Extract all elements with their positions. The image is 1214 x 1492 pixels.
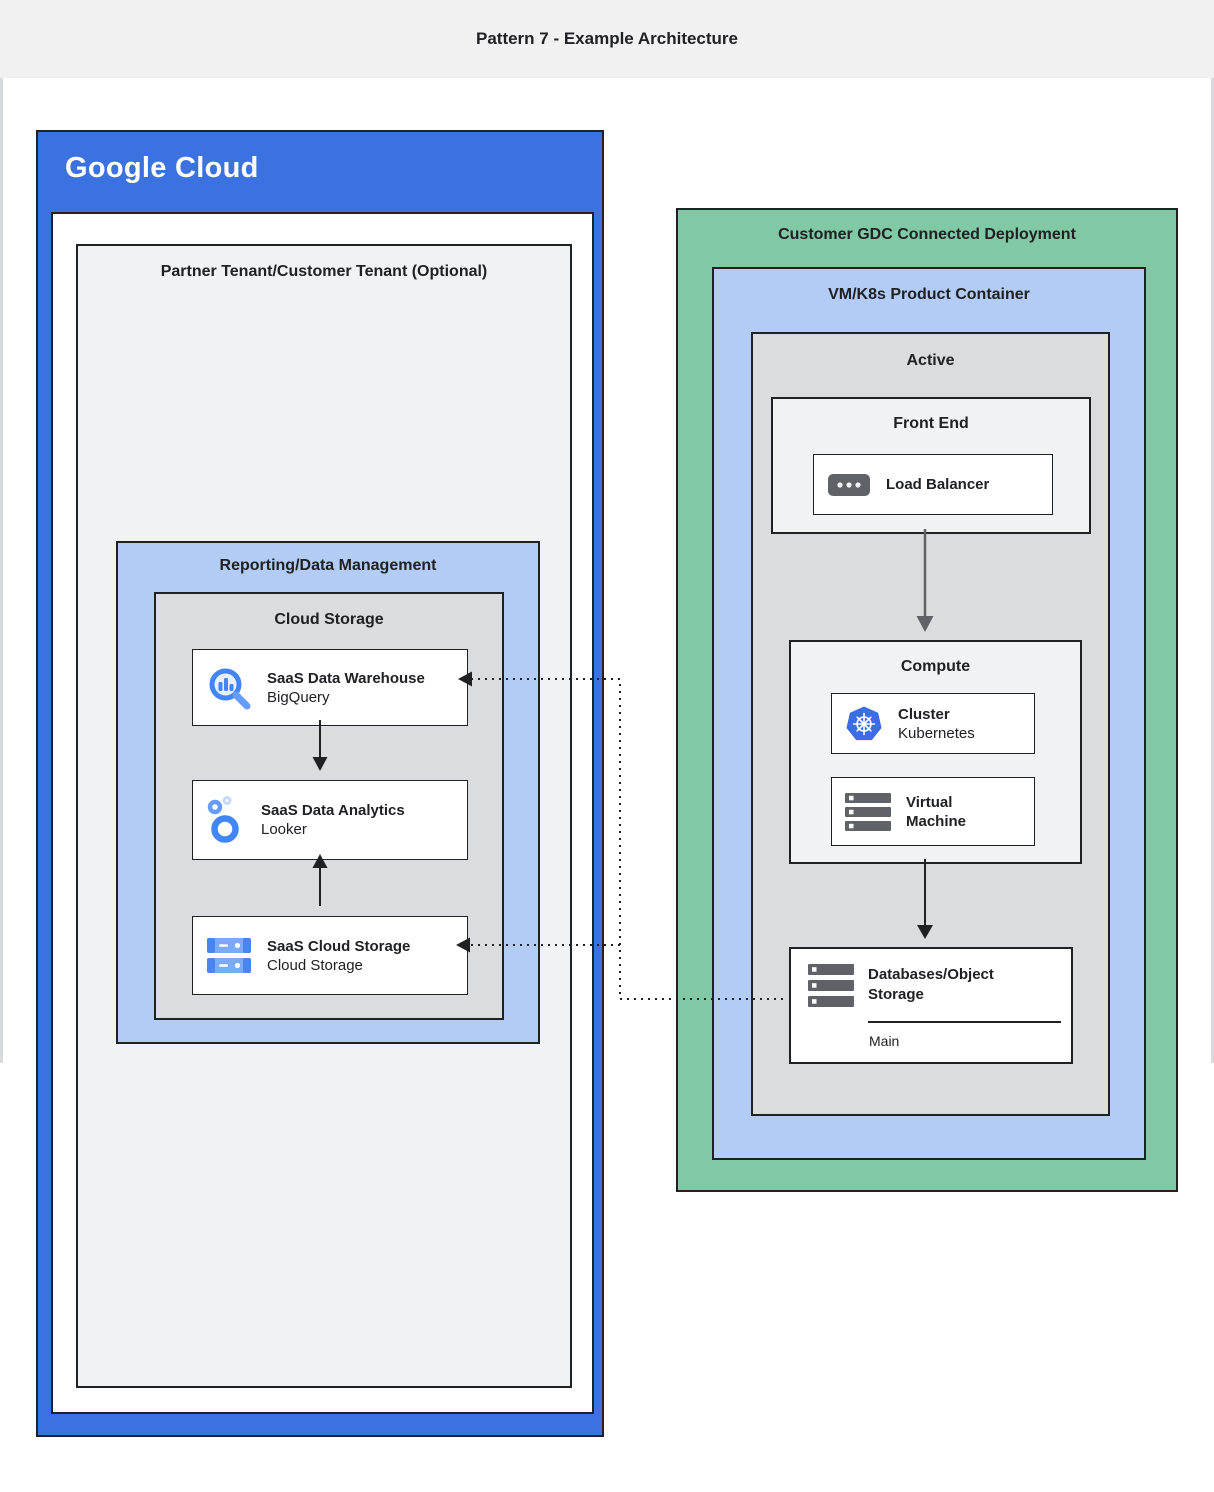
google-cloud-logo: Google Cloud: [65, 152, 259, 184]
node-title: Cluster: [898, 705, 950, 723]
storage-stack-icon: [808, 964, 854, 1007]
gdc-deployment-container: Customer GDC Connected Deployment VM/K8s…: [676, 208, 1178, 1192]
virtual-machine-icon: [845, 792, 891, 831]
node-title: SaaS Cloud Storage: [267, 937, 411, 955]
compute-title: Compute: [900, 658, 971, 675]
vm-k8s-title: VM/K8s Product Container: [828, 286, 1030, 303]
node-title: Databases/Object Storage: [868, 966, 994, 1003]
node-cluster: Cluster Kubernetes: [831, 693, 1035, 754]
node-subtitle: Kubernetes: [898, 724, 975, 742]
load-balancer-icon: [827, 473, 871, 497]
reporting-container: Reporting/Data Management Cloud Storage: [116, 541, 540, 1044]
diagram-header: Pattern 7 - Example Architecture: [0, 0, 1214, 78]
vm-k8s-product-container: VM/K8s Product Container Active Front En…: [712, 267, 1146, 1160]
google-cloud-container: Google Cloud Partner Tenant/Customer Ten…: [36, 130, 604, 1437]
node-title: Virtual Machine: [906, 793, 967, 830]
node-subtitle: Looker: [261, 821, 307, 838]
node-title: Load Balancer: [886, 476, 990, 493]
active-container: Active Front End Load Ba: [751, 332, 1110, 1116]
cloud-storage-group: Cloud Storage: [154, 592, 504, 1020]
node-title: SaaS Data Analytics: [261, 802, 405, 819]
google-cloud-inner-box: Partner Tenant/Customer Tenant (Optional…: [51, 212, 594, 1414]
node-saas-data-analytics: SaaS Data Analytics Looker: [192, 780, 468, 860]
node-subtitle: BigQuery: [267, 688, 330, 706]
node-saas-data-warehouse: SaaS Data Warehouse BigQuery: [192, 649, 468, 726]
front-end-container: Front End Load Balancer: [771, 397, 1091, 534]
page-title: Pattern 7 - Example Architecture: [475, 29, 738, 48]
reporting-title: Reporting/Data Management: [219, 557, 437, 574]
databases-divider: [868, 1021, 1061, 1023]
node-subtitle: Cloud Storage: [267, 956, 363, 974]
node-title: SaaS Data Warehouse: [267, 669, 425, 687]
page-edge-right: [1211, 78, 1214, 1063]
kubernetes-icon: [845, 705, 883, 742]
cloud-storage-icon: [206, 937, 252, 975]
node-load-balancer: Load Balancer: [813, 454, 1053, 515]
node-databases-object-storage: Databases/Object Storage Main: [789, 947, 1073, 1064]
bigquery-icon: [206, 665, 252, 711]
front-end-title: Front End: [893, 415, 969, 432]
gdc-title: Customer GDC Connected Deployment: [778, 226, 1076, 243]
partner-tenant-title: Partner Tenant/Customer Tenant (Optional…: [160, 263, 488, 280]
compute-container: Compute: [789, 640, 1082, 864]
node-virtual-machine: Virtual Machine: [831, 777, 1035, 846]
active-title: Active: [906, 352, 955, 369]
partner-tenant-container: Partner Tenant/Customer Tenant (Optional…: [76, 244, 572, 1388]
looker-icon: [206, 796, 246, 844]
node-saas-cloud-storage: SaaS Cloud Storage Cloud Storage: [192, 916, 468, 995]
page-edge-left: [0, 78, 3, 1063]
cloud-storage-group-title: Cloud Storage: [274, 611, 384, 628]
databases-footer: Main: [869, 1033, 900, 1049]
